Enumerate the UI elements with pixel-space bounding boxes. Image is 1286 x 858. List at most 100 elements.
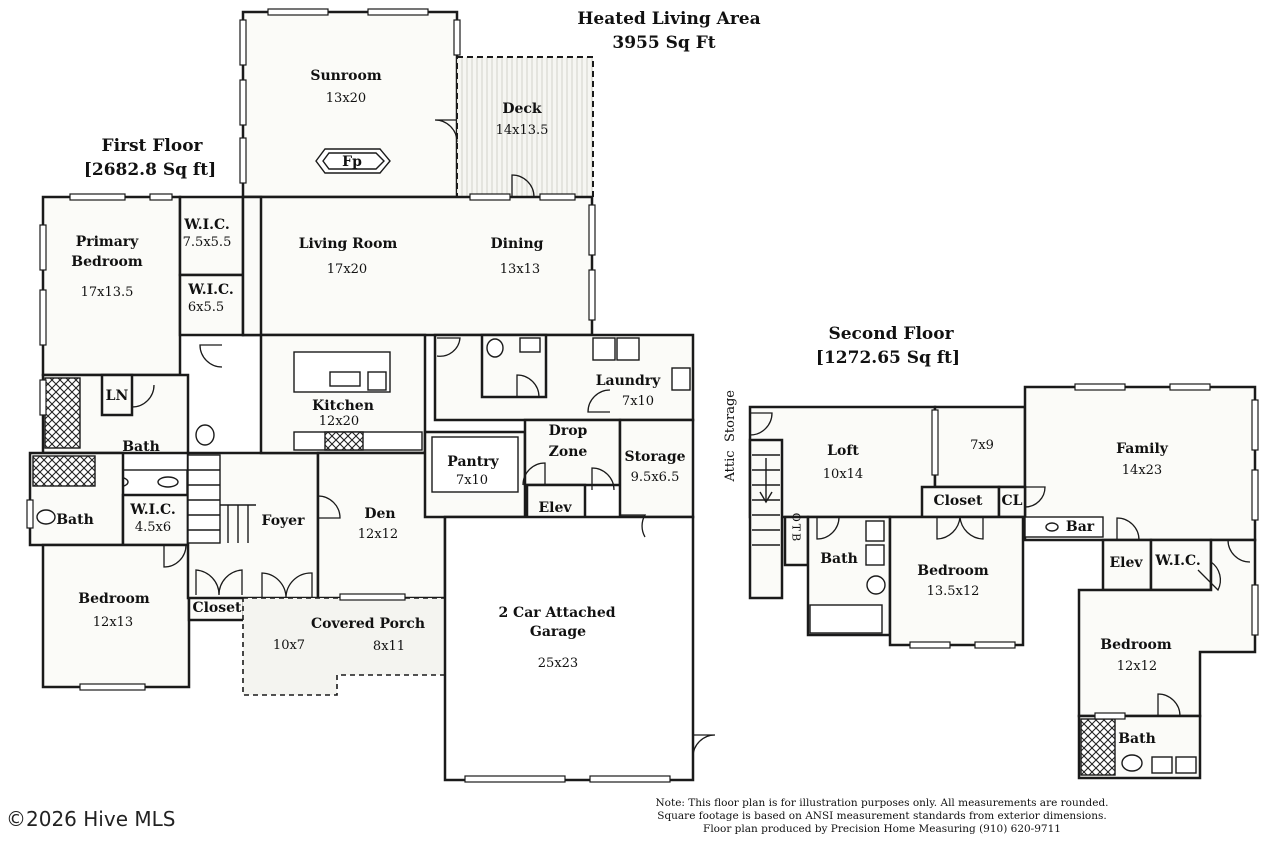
toilet-icon	[486, 338, 504, 358]
laundry-size: 7x10	[622, 394, 654, 409]
dryer-icon	[616, 337, 640, 361]
cl-room	[997, 485, 1027, 519]
sunroom-label: Sunroom	[310, 68, 382, 84]
dishwasher-icon	[367, 371, 387, 391]
upstairs-wic-room	[1149, 538, 1213, 592]
closet-column	[241, 195, 263, 337]
storage-room	[618, 418, 695, 519]
otb-label: OTB	[790, 513, 803, 543]
second-floor-area: [1272.65 Sq ft]	[816, 348, 960, 368]
tub-icon	[809, 604, 883, 634]
title-line1: Heated Living Area	[577, 9, 760, 29]
toilet-icon	[36, 509, 56, 525]
watermark-text: ©2026 Hive MLS	[6, 807, 175, 831]
drop-zone-label-2: Zone	[549, 444, 588, 460]
garage-door	[464, 775, 566, 783]
note-line-1: Note: This floor plan is for illustratio…	[655, 797, 1108, 809]
wic1-label: W.I.C.	[183, 217, 230, 233]
den-size: 12x12	[358, 527, 398, 542]
laundry-room	[433, 333, 695, 422]
loft-size: 10x14	[823, 467, 863, 482]
shower-tile	[44, 377, 81, 449]
door-swings	[131, 119, 716, 758]
bedroom-a-size: 13.5x12	[927, 584, 980, 599]
sink-icon	[1175, 756, 1197, 774]
bedroom-room	[41, 543, 191, 689]
sink-icon	[157, 476, 179, 488]
primary-bedroom-label-2: Bedroom	[71, 254, 143, 270]
drop-zone-label-1: Drop	[549, 423, 588, 439]
fireplace-icon	[315, 148, 391, 174]
upper-wic-label: W.I.C.	[1154, 553, 1201, 569]
upper-door-swings	[749, 412, 1251, 717]
washer-icon	[592, 337, 616, 361]
first-floor-plan	[26, 8, 716, 783]
bedroom-label: Bedroom	[78, 591, 150, 607]
bedroom-a-label: Bedroom	[917, 563, 989, 579]
second-floor-plan	[748, 383, 1259, 780]
sink-icon	[865, 520, 885, 542]
kitchen-size: 12x20	[319, 414, 359, 429]
sunroom-size: 13x20	[326, 91, 366, 106]
first-floor-area: [2682.8 Sq ft]	[84, 160, 216, 180]
note-line-2: Square footage is based on ANSI measurem…	[657, 810, 1107, 822]
pantry-label: Pantry	[447, 454, 499, 470]
upper-closet-label: Closet	[933, 493, 983, 509]
cooktop-icon	[324, 431, 364, 451]
storage-label: Storage	[624, 449, 685, 465]
upper-elev-label: Elev	[1109, 555, 1143, 571]
toilet-icon	[195, 424, 215, 446]
ln-label: LN	[106, 388, 129, 404]
living-room-label: Living Room	[299, 236, 398, 252]
porch-label: Covered Porch	[311, 616, 425, 632]
second-floor-title: Second Floor	[828, 324, 954, 344]
attic-label-1: Attic	[723, 450, 738, 482]
family-label: Family	[1116, 441, 1169, 457]
kitchen-label: Kitchen	[312, 398, 374, 414]
living-room-size: 17x20	[327, 262, 367, 277]
porch-size-a: 10x7	[273, 638, 305, 653]
wic2-label: W.I.C.	[187, 282, 234, 298]
bar-label: Bar	[1066, 519, 1095, 535]
den-label: Den	[364, 506, 395, 522]
porch-size-b: 8x11	[373, 639, 405, 654]
bar-counter	[1024, 516, 1104, 538]
garage-label-1: 2 Car Attached	[498, 605, 615, 621]
wic3-label: W.I.C.	[129, 502, 176, 518]
deck-label: Deck	[502, 101, 542, 117]
upstairs-elev-room	[1101, 538, 1153, 592]
garage-label-2: Garage	[530, 624, 586, 640]
bedroom-size: 12x13	[93, 615, 133, 630]
note-line-3: Floor plan produced by Precision Home Me…	[703, 823, 1061, 835]
upper-bath-label: Bath	[820, 551, 858, 567]
deck-area	[456, 56, 594, 198]
toilet-icon	[1121, 754, 1143, 772]
windows	[26, 8, 596, 691]
wic3-size: 4.5x6	[135, 520, 171, 535]
wic1-size: 7.5x5.5	[183, 235, 232, 250]
shower-tile	[1080, 718, 1116, 776]
upstairs-bedroom-a-room	[888, 515, 1025, 647]
dining-size: 13x13	[500, 262, 540, 277]
bath-primary-label: Bath	[122, 439, 160, 455]
family-size: 14x23	[1122, 463, 1162, 478]
bar-sink-icon	[1045, 522, 1059, 532]
title-line2: 3955 Sq Ft	[612, 33, 715, 53]
sink-icon	[1151, 756, 1173, 774]
bedroom-b-label: Bedroom	[1100, 637, 1172, 653]
bedroom-b-size: 12x12	[1117, 659, 1157, 674]
first-floor-title: First Floor	[102, 136, 204, 156]
cl-label: CL	[1002, 493, 1023, 509]
fireplace-label: Fp	[342, 154, 362, 170]
attic-label-2: Storage	[723, 390, 738, 442]
sink-icon	[671, 367, 691, 391]
wic2-size: 6x5.5	[188, 300, 224, 315]
dining-label: Dining	[491, 236, 544, 252]
elev-label: Elev	[538, 500, 572, 516]
foyer-label: Foyer	[262, 513, 306, 529]
primary-bedroom-size: 17x13.5	[81, 285, 134, 300]
bath-small-label: Bath	[56, 512, 94, 528]
bath-b-label: Bath	[1118, 731, 1156, 747]
upper-windows	[909, 383, 1259, 720]
